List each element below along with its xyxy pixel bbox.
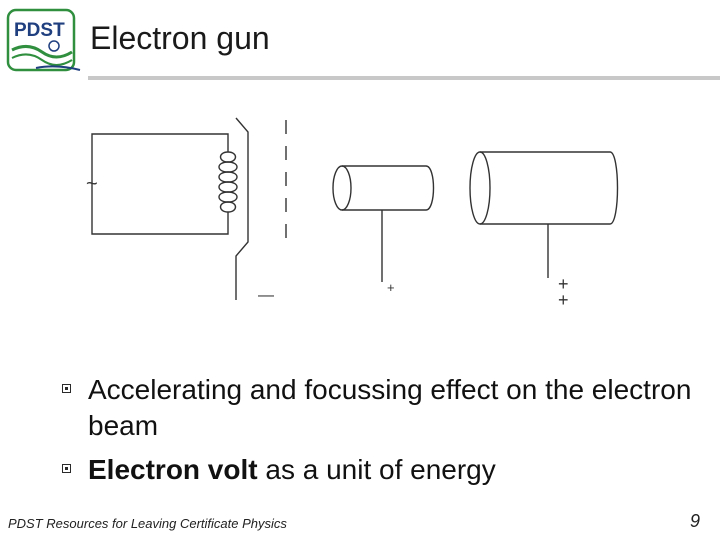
bullet-list: Accelerating and focussing effect on the… xyxy=(62,372,702,496)
electron-gun-diagram: ~ — + + + xyxy=(86,117,619,310)
first-anode-cylinder xyxy=(332,165,435,282)
bullet-item: Electron volt as a unit of energy xyxy=(62,452,702,488)
bullet-marker-icon xyxy=(62,384,71,393)
second-anode-positive-terminal-1: + xyxy=(558,274,569,294)
page-title: Electron gun xyxy=(90,20,270,56)
filament-coil xyxy=(218,151,238,213)
page-number: 9 xyxy=(689,511,700,531)
second-anode-positive-terminal-2: + xyxy=(558,290,569,310)
logo-wordmark: PDST xyxy=(14,20,65,41)
ac-source-symbol: ~ xyxy=(86,173,98,195)
bullet-text: as a unit of energy xyxy=(257,454,496,485)
footer-source: PDST Resources for Leaving Certificate P… xyxy=(8,516,287,531)
heater-circuit: ~ xyxy=(86,133,229,235)
cathode-negative-terminal: — xyxy=(258,287,274,304)
bullet-text: Accelerating and focussing effect on the… xyxy=(88,374,692,441)
pdst-logo: PDST xyxy=(6,8,81,72)
bullet-item: Accelerating and focussing effect on the… xyxy=(62,372,702,444)
second-anode-cylinder xyxy=(469,151,619,278)
bullet-bold-term: Electron volt xyxy=(88,454,258,485)
bullet-marker-icon xyxy=(62,464,71,473)
cathode-plate xyxy=(235,117,249,300)
title-divider xyxy=(88,76,720,80)
first-anode-positive-terminal: + xyxy=(387,280,395,295)
